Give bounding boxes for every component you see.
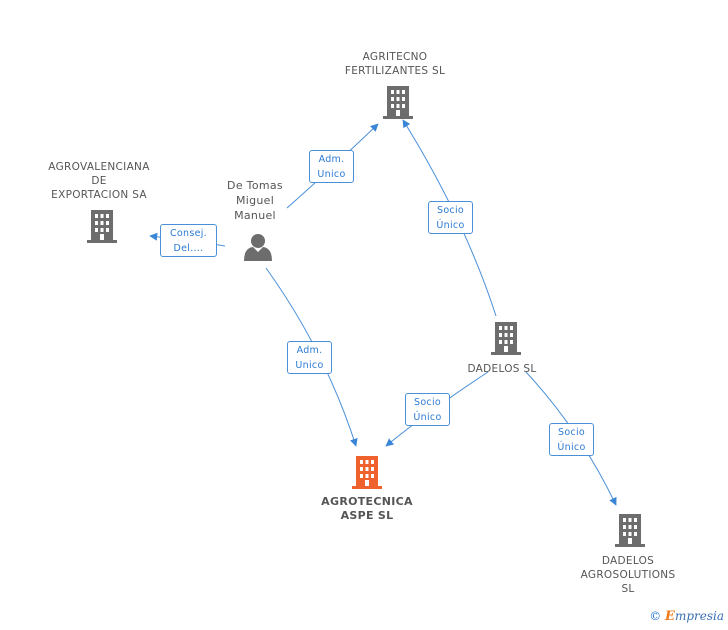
edge-badge-line2: Unico <box>295 360 324 371</box>
edge-badge-dadelos-agritecno[interactable]: Socio Único <box>428 201 473 234</box>
building-icon-agritecno[interactable] <box>383 86 413 119</box>
edge-badge-line2: Único <box>413 412 442 423</box>
edge-badge-line1: Socio <box>413 397 442 408</box>
brand-logo-text: mpresia <box>674 609 724 623</box>
building-icon-agrotecnica[interactable] <box>352 456 382 489</box>
brand-logo-e: E <box>665 609 675 624</box>
edge-badge-dadelos-agrotecnica[interactable]: Socio Único <box>405 393 450 426</box>
building-icon-dadelos[interactable] <box>491 322 521 355</box>
copyright-brand[interactable]: © Empresia <box>649 609 724 624</box>
edge-badge-person-agrotecnica[interactable]: Adm. Unico <box>287 341 332 374</box>
edge-badge-dadelos-dadelosagro[interactable]: Socio Único <box>549 423 594 456</box>
edge-badge-line1: Adm. <box>296 345 323 356</box>
building-icon-agrovalenciana[interactable] <box>87 210 117 243</box>
edge-badge-line2: Único <box>436 220 465 231</box>
edge-badge-line2: Único <box>557 442 586 453</box>
edge-badge-person-agritecno[interactable]: Adm. Unico <box>309 150 354 183</box>
edge-badge-line2: Unico <box>317 169 346 180</box>
copyright-icon: © <box>649 609 662 623</box>
edge-badge-line1: Consej. <box>169 228 208 239</box>
node-label-dadelos[interactable]: DADELOS SL <box>467 363 537 375</box>
edge-badge-line1: Socio <box>557 427 586 438</box>
edge-badge-line1: Adm. <box>318 154 345 165</box>
building-icon-dadelos-agrosolutions[interactable] <box>615 514 645 547</box>
edge-badge-line2: Del.... <box>173 243 204 254</box>
edge-badge-line1: Socio <box>436 205 465 216</box>
edge-badge-person-agrovalenciana[interactable]: Consej. Del.... <box>160 224 217 257</box>
person-icon[interactable] <box>244 234 272 261</box>
